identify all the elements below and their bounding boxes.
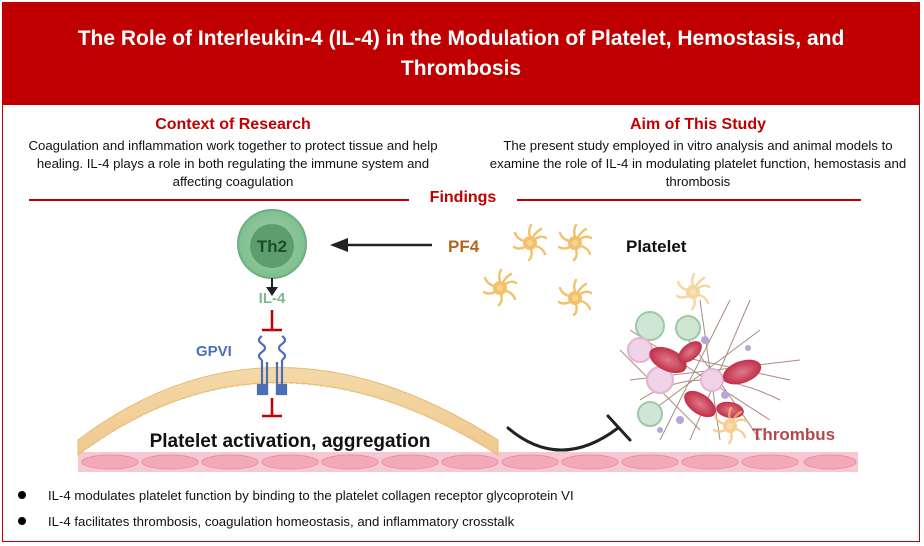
- findings-heading: Findings: [429, 189, 497, 206]
- gpvi-label: GPVI: [196, 343, 232, 360]
- platelet-membrane: [77, 367, 499, 457]
- findings-rule-right: [517, 199, 861, 201]
- endothelium-layer: [78, 452, 858, 472]
- bullet-text: IL-4 modulates platelet function by bind…: [48, 487, 574, 503]
- pf4-label: PF4: [448, 237, 480, 256]
- gpvi-receptor-icon: [256, 335, 288, 396]
- th2-label: Th2: [257, 237, 287, 256]
- platelet-label: Platelet: [626, 237, 687, 256]
- il4-label: IL-4: [259, 290, 286, 307]
- list-item: IL-4 modulates platelet function by bind…: [18, 482, 574, 508]
- thrombus-label: Thrombus: [752, 425, 835, 444]
- findings-rule-left: [29, 199, 409, 201]
- context-text: Coagulation and inflammation work togeth…: [28, 138, 438, 189]
- key-findings-list: IL-4 modulates platelet function by bind…: [18, 482, 574, 534]
- bullet-icon: [18, 517, 26, 525]
- th2-to-il4-arrow-icon: [266, 278, 278, 296]
- pf4-to-th2-arrow-icon: [330, 238, 432, 252]
- thrombus-illustration: [619, 272, 801, 445]
- il4-inhibit-icon: [262, 310, 282, 332]
- activation-label: Platelet activation, aggregation: [150, 431, 431, 452]
- context-heading: Context of Research: [155, 116, 311, 133]
- aim-text: The present study employed in vitro anal…: [489, 138, 907, 189]
- thrombus-inhibit-arrow-icon: [506, 414, 632, 452]
- aim-heading: Aim of This Study: [630, 116, 766, 133]
- bullet-icon: [18, 491, 26, 499]
- gpvi-inhibit-icon: [262, 398, 282, 418]
- poster-title: The Role of Interleukin-4 (IL-4) in the …: [3, 3, 919, 105]
- bullet-text: IL-4 facilitates thrombosis, coagulation…: [48, 513, 515, 529]
- list-item: IL-4 facilitates thrombosis, coagulation…: [18, 508, 574, 534]
